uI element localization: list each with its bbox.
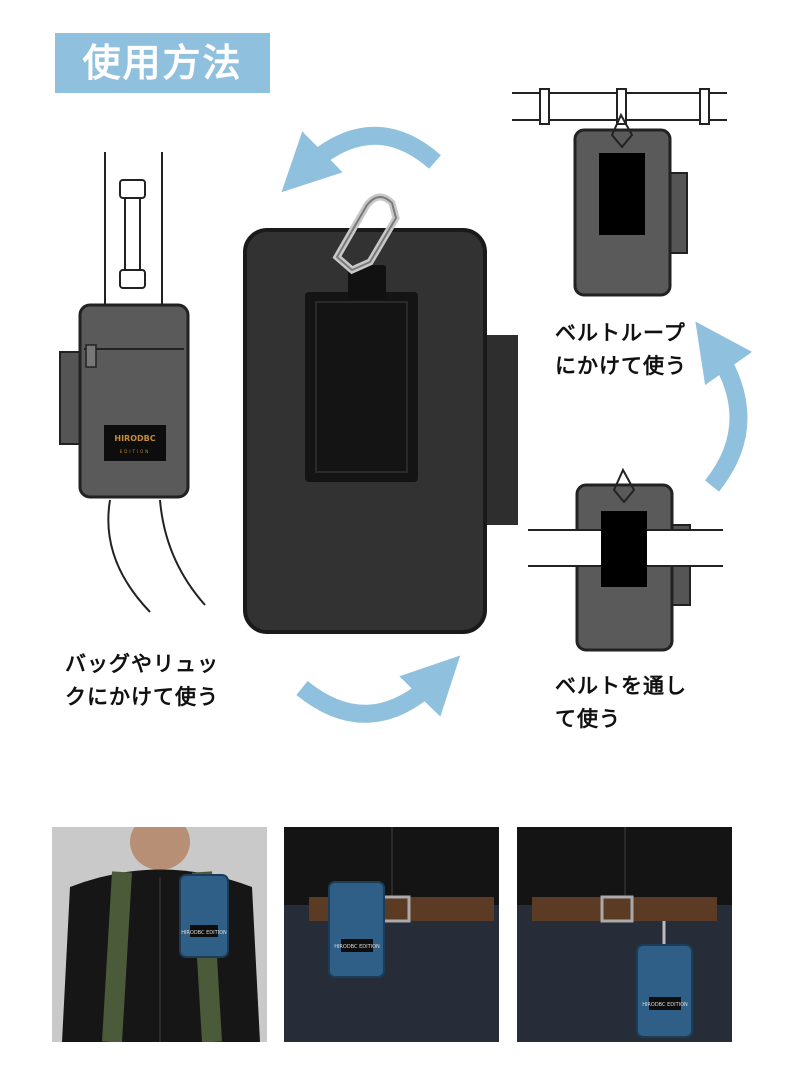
caption-belt-loop-line-2: にかけて使う: [555, 354, 687, 378]
rotate-arrow-bottom-icon: [296, 655, 461, 723]
svg-text:HIRODBC: HIRODBC: [114, 434, 155, 443]
caption-belt-loop: ベルトループ にかけて使う: [555, 317, 687, 383]
photo-belt-loop: HIRODBC EDITION: [517, 827, 732, 1042]
photo-logo-1: HIRODBC EDITION: [181, 930, 227, 936]
rotate-arrow-top-icon: [281, 126, 441, 193]
belt-loop-illustration: [512, 88, 727, 297]
photo-logo-2: HIRODBC EDITION: [334, 944, 380, 950]
caption-belt-through-line-1: ベルトを通し: [555, 674, 687, 698]
svg-text:EDITION: EDITION: [120, 449, 151, 454]
photo-belt-through: HIRODBC EDITION: [284, 827, 499, 1042]
bag-strap-illustration: HIRODBC EDITION: [59, 152, 206, 613]
photo-backpack-strap: HIRODBC EDITION: [52, 827, 267, 1042]
title-badge: 使用方法: [55, 33, 270, 93]
caption-bag: バッグやリュッ クにかけて使う: [65, 648, 219, 714]
caption-belt-through-line-2: て使う: [555, 707, 621, 731]
belt-through-illustration: [528, 467, 723, 652]
rotate-arrow-right-icon: [695, 321, 753, 492]
usage-illustrations: HIRODBC EDITION: [59, 88, 753, 723]
caption-belt-loop-line-1: ベルトループ: [555, 321, 686, 345]
caption-bag-line-1: バッグやリュッ: [65, 652, 219, 676]
pouch-back-view: [243, 193, 518, 634]
caption-bag-line-2: クにかけて使う: [65, 685, 219, 709]
photo-logo-3: HIRODBC EDITION: [642, 1002, 688, 1008]
carabiner-icon: [332, 193, 400, 275]
caption-belt-through: ベルトを通し て使う: [555, 670, 687, 736]
page-title: 使用方法: [82, 41, 243, 85]
